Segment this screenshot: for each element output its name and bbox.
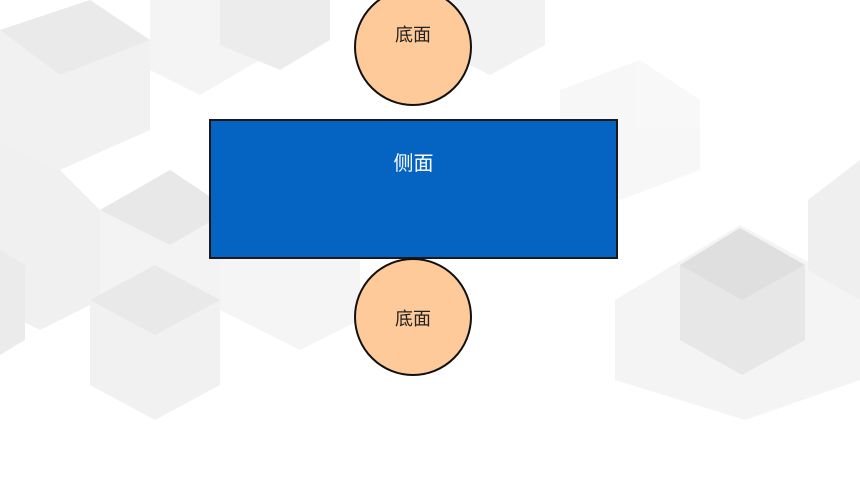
lateral-face-rectangle: 侧面	[209, 119, 618, 259]
bottom-base-circle: 底面	[354, 258, 472, 376]
lateral-face-label: 侧面	[393, 151, 434, 175]
top-base-circle: 底面	[354, 0, 472, 106]
bottom-base-label: 底面	[395, 309, 431, 330]
top-base-label: 底面	[395, 25, 431, 46]
